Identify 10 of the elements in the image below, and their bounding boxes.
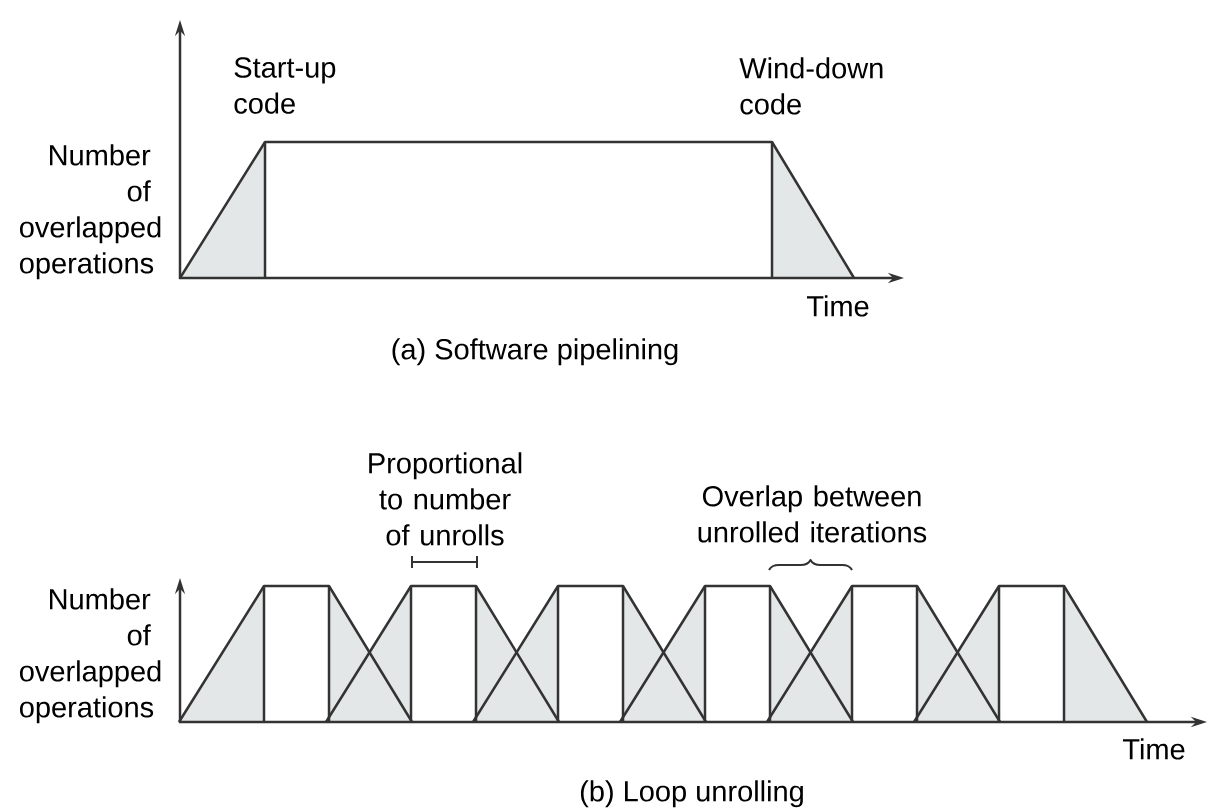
axis-label: Time (1123, 738, 1185, 760)
caption: (a) Software pipelining (392, 338, 678, 366)
phase-label: Start-up code (234, 57, 336, 114)
annotation: Overlap between unrolled iterations (698, 485, 927, 543)
annotation: Proportional to number of unrolls (369, 452, 522, 546)
axis-label: Time (807, 295, 869, 317)
axis-label: Number of overlapped operations (20, 144, 161, 280)
phase-label: Wind-down code (739, 57, 883, 115)
caption: (b) Loop unrolling (580, 780, 803, 808)
axis-label: Number of overlapped operations (20, 588, 161, 724)
